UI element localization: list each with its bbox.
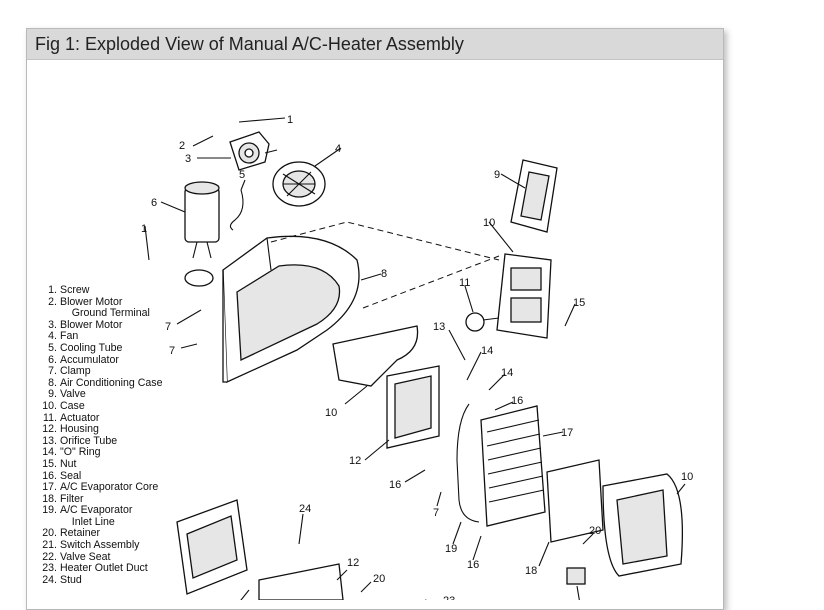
callout-label: 2 bbox=[179, 140, 185, 152]
callout-label: 8 bbox=[381, 268, 387, 280]
callout-label: 4 bbox=[335, 143, 341, 155]
callout-label: 3 bbox=[185, 153, 191, 165]
legend-item: 19.A/C Evaporator Inlet Line bbox=[42, 504, 133, 528]
callout-label: 7 bbox=[165, 321, 171, 333]
clamp-part bbox=[184, 269, 214, 287]
callout-label: 12 bbox=[347, 557, 359, 569]
legend-item: 22.Valve Seat bbox=[42, 550, 111, 563]
legend-item: 20.Retainer bbox=[42, 527, 101, 540]
case-lower-part bbox=[602, 473, 684, 577]
callout-label: 1 bbox=[141, 223, 147, 235]
valve-part bbox=[510, 159, 558, 233]
legend-item: 24.Stud bbox=[42, 573, 82, 586]
callout-label: 14 bbox=[501, 367, 513, 379]
callout-label: 15 bbox=[573, 297, 585, 309]
legend-item: 12.Housing bbox=[42, 423, 99, 436]
callout-label: 17 bbox=[561, 427, 573, 439]
callout-label: 23 bbox=[443, 595, 455, 600]
actuator-part bbox=[465, 312, 500, 332]
figure-frame: Fig 1: Exploded View of Manual A/C-Heate… bbox=[26, 28, 724, 610]
legend-item: 8.Air Conditioning Case bbox=[48, 376, 163, 389]
exploded-diagram: 1 2 3 4 5 6 1 7 7 8 9 10 11 15 13 14 14 … bbox=[141, 114, 693, 600]
callout-label: 7 bbox=[433, 507, 439, 519]
callout-label: 20 bbox=[589, 525, 601, 537]
callout-label: 11 bbox=[459, 277, 470, 289]
filter-part bbox=[546, 459, 604, 543]
legend-item: 2.Blower Motor Ground Terminal bbox=[48, 295, 150, 320]
callout-label: 18 bbox=[525, 565, 537, 577]
callout-label: 7 bbox=[169, 345, 175, 357]
case-middle-part bbox=[332, 325, 419, 387]
callout-label: 12 bbox=[349, 455, 361, 467]
legend-item: 7.Clamp bbox=[48, 365, 91, 378]
legend-item: 4.Fan bbox=[48, 330, 79, 343]
housing-part bbox=[386, 365, 440, 449]
case-upper-part bbox=[496, 253, 552, 339]
legend-item: 15.Nut bbox=[42, 457, 77, 470]
callout-label: 6 bbox=[151, 197, 157, 209]
callout-label: 14 bbox=[481, 345, 493, 357]
legend-item: 13.Orifice Tube bbox=[42, 434, 118, 447]
legend-item: 16.Seal bbox=[42, 469, 82, 482]
blower-motor-part bbox=[229, 131, 278, 171]
switch-assembly-part bbox=[566, 567, 586, 585]
parts-legend: 1.Screw 2.Blower Motor Ground Terminal 3… bbox=[35, 284, 163, 586]
cooling-tube-part bbox=[229, 189, 244, 231]
legend-item: 5.Cooling Tube bbox=[48, 341, 123, 354]
callout-label: 19 bbox=[445, 543, 457, 555]
legend-item: 21.Switch Assembly bbox=[42, 539, 140, 552]
callout-label: 5 bbox=[239, 169, 245, 181]
callout-label: 10 bbox=[325, 407, 337, 419]
legend-item: 17.A/C Evaporator Core bbox=[42, 481, 159, 494]
figure-title-bar: Fig 1: Exploded View of Manual A/C-Heate… bbox=[27, 29, 723, 60]
evaporator-core-part bbox=[480, 405, 546, 527]
ac-case-part bbox=[222, 235, 360, 383]
legend-item: 11.Actuator bbox=[43, 411, 100, 424]
legend-item: 14."O" Ring bbox=[42, 446, 101, 459]
callout-label: 20 bbox=[373, 573, 385, 585]
legend-item: 18.Filter bbox=[42, 492, 84, 505]
callout-label: 13 bbox=[433, 321, 445, 333]
callout-label: 24 bbox=[299, 503, 311, 515]
callout-label: 9 bbox=[494, 169, 500, 181]
callout-label: 16 bbox=[467, 559, 479, 571]
legend-item: 6.Accumulator bbox=[48, 353, 119, 366]
legend-item: 10.Case bbox=[42, 399, 85, 412]
callout-label: 16 bbox=[389, 479, 401, 491]
legend-item: 1.Screw bbox=[48, 284, 90, 296]
legend-item: 3.Blower Motor bbox=[48, 318, 123, 331]
legend-item: 9.Valve bbox=[48, 388, 86, 401]
callout-label: 16 bbox=[511, 395, 523, 407]
callout-label: 10 bbox=[681, 471, 693, 483]
figure-title: Fig 1: Exploded View of Manual A/C-Heate… bbox=[35, 34, 464, 54]
legend-item: 23.Heater Outlet Duct bbox=[42, 562, 148, 575]
callout-label: 10 bbox=[483, 217, 495, 229]
accumulator-part bbox=[184, 181, 220, 259]
callout-label: 1 bbox=[287, 114, 293, 126]
heater-outlet-duct-part bbox=[258, 563, 344, 600]
inlet-line-part bbox=[456, 403, 480, 523]
fan-part bbox=[272, 161, 326, 207]
